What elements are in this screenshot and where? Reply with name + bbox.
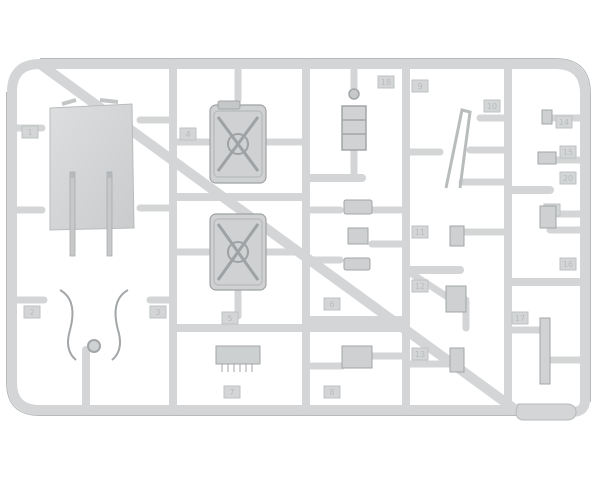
part-number-tag (411, 347, 429, 361)
part-number-tag (411, 279, 429, 293)
part-number-label: 2 (29, 308, 34, 317)
part-number-tag (179, 127, 197, 141)
hinge-parts-left (59, 289, 129, 361)
part-number-label: 11 (415, 228, 425, 237)
part-number-label: 17 (515, 314, 525, 323)
part-number-label: 18 (381, 78, 391, 87)
part-number-tag (511, 311, 529, 325)
part-number-label: 3 (155, 308, 160, 317)
part-number-tag (23, 305, 41, 319)
part-number-tag (411, 225, 429, 239)
jerrycan-bottom (209, 213, 267, 291)
bracket-frame (341, 88, 367, 151)
part-number-tag (483, 99, 501, 113)
gates (8, 60, 589, 370)
part-number-tag (223, 385, 241, 399)
part-number-tags: 1234567891011121314151617181920 (21, 75, 577, 399)
jerrycan-top (209, 100, 267, 184)
part-number-tag (323, 385, 341, 399)
part-number-label: 5 (227, 314, 232, 323)
part-number-tag (21, 125, 39, 139)
tool-bar (539, 317, 551, 385)
tripod-leg (444, 108, 472, 189)
connector-strip (215, 345, 261, 372)
part-number-tag (555, 115, 573, 129)
small-parts-middle (341, 199, 467, 373)
part-number-label: 12 (415, 282, 425, 291)
part-number-label: 13 (415, 350, 425, 359)
part-number-label: 8 (329, 388, 334, 397)
part-number-tag (221, 311, 239, 325)
part-number-label: 7 (229, 388, 234, 397)
part-number-label: 6 (329, 300, 334, 309)
runners (82, 60, 589, 414)
gate-tab (515, 403, 577, 421)
part-number-label: 14 (559, 118, 569, 127)
part-number-label: 16 (563, 260, 573, 269)
part-number-tag (411, 79, 429, 93)
part-number-label: 4 (185, 130, 190, 139)
part-number-label: 20 (563, 174, 573, 183)
small-parts-right (537, 109, 557, 229)
outer-frame-edge (6, 58, 591, 416)
part-number-label: 1 (27, 128, 32, 137)
part-number-label: 10 (487, 102, 497, 111)
part-number-tag (323, 297, 341, 311)
armor-plate (49, 98, 135, 257)
part-number-label: 9 (417, 82, 422, 91)
part-number-tag (377, 75, 395, 89)
part-number-tag (559, 171, 577, 185)
outer-frame (7, 59, 590, 417)
part-number-label: 15 (563, 148, 573, 157)
part-number-tag (559, 257, 577, 271)
part-number-tag (149, 305, 167, 319)
part-number-tag (559, 145, 577, 159)
